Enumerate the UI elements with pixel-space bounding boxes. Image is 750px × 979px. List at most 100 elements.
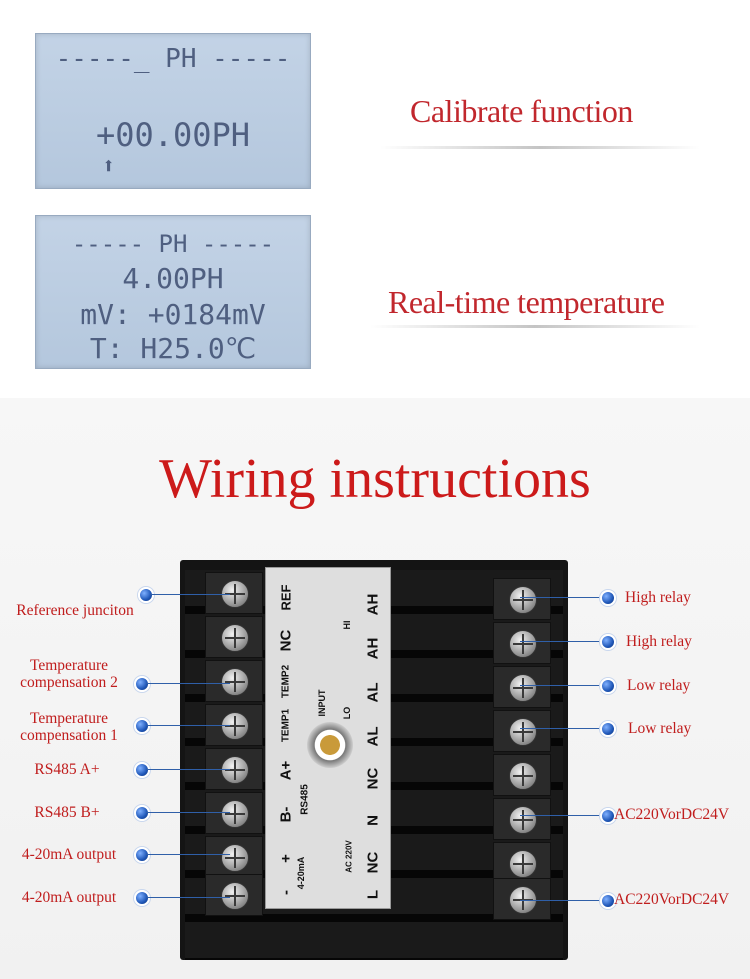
terminal: [493, 710, 551, 752]
callout-line: [146, 683, 230, 684]
label-rs485: RS485: [299, 784, 311, 815]
wiring-title: Wiring instructions: [159, 448, 591, 510]
callout-dot: [134, 762, 150, 778]
callout-line: [520, 815, 602, 816]
callout-dot: [600, 893, 616, 909]
terminal: [205, 572, 263, 614]
screw-icon: [509, 762, 537, 790]
callout-high-relay-2: High relay: [626, 633, 692, 650]
label-ac220v: AC 220V: [344, 840, 354, 873]
callout-line: [150, 594, 230, 595]
label-l: L: [364, 889, 382, 900]
terminal: [205, 874, 263, 916]
label-nc-bottom: NC: [364, 851, 382, 874]
terminal: [205, 792, 263, 834]
feature-underline: [380, 146, 700, 149]
label-ah-1: AH: [364, 593, 382, 616]
callout-low-relay-1: Low relay: [627, 677, 691, 694]
callout-dot: [138, 587, 154, 603]
screw-icon: [509, 850, 537, 878]
lcd-reading: +00.00PH: [95, 116, 251, 154]
callout-high-relay-1: High relay: [625, 589, 691, 606]
label-lo: LO: [342, 706, 352, 720]
terminal: [493, 622, 551, 664]
screw-icon: [221, 882, 249, 910]
screw-icon: [221, 712, 249, 740]
callout-line: [146, 854, 230, 855]
terminal: [205, 836, 263, 878]
label-minus: -: [277, 890, 295, 895]
callout-temp-comp-2: Temperature compensation 2: [20, 657, 118, 691]
label-ah-2: AH: [364, 637, 382, 660]
label-4-20ma: 4-20mA: [296, 856, 306, 890]
label-b-minus: B-: [277, 806, 295, 823]
screw-icon: [221, 624, 249, 652]
callout-power-2: AC220VorDC24V: [614, 891, 730, 908]
callout-line: [520, 900, 602, 901]
callout-line: [146, 725, 230, 726]
callout-dot: [600, 590, 616, 606]
callout-rs485-a: RS485 A+: [34, 761, 100, 778]
callout-line: [146, 812, 230, 813]
callout-dot: [600, 721, 616, 737]
callout-line: [520, 597, 602, 598]
label-input: INPUT: [317, 689, 327, 717]
screw-icon: [221, 756, 249, 784]
label-plus: +: [277, 854, 295, 863]
lcd-screen-calibrate: -----_ PH ----- +00.00PH ⬆: [35, 33, 311, 189]
callout-line: [520, 641, 602, 642]
feature-calibrate: Calibrate function: [410, 93, 633, 129]
label-hi: HI: [342, 620, 352, 630]
callout-temp-comp-1: Temperature compensation 1: [20, 710, 118, 744]
screw-icon: [509, 630, 537, 658]
lcd-line: -----_ PH -----: [55, 44, 291, 74]
callout-line: [520, 728, 602, 729]
callout-reference-junction: Reference junciton: [16, 602, 134, 619]
callout-dot: [600, 678, 616, 694]
callout-dot: [600, 634, 616, 650]
label-nc: NC: [277, 629, 295, 652]
label-al-2: AL: [364, 726, 382, 747]
feature-temperature: Real-time temperature: [388, 284, 665, 320]
callout-4-20ma-1: 4-20mA output: [21, 846, 117, 863]
label-al-1: AL: [364, 682, 382, 703]
callout-dot: [600, 808, 616, 824]
callout-power-1: AC220VorDC24V: [614, 806, 730, 823]
label-temp1: TEMP1: [280, 708, 292, 743]
callout-line: [520, 685, 602, 686]
lcd-line: ----- PH -----: [71, 230, 275, 258]
lcd-screen-temperature: ----- PH ----- 4.00PH mV: +0184mV T: H25…: [35, 215, 311, 369]
bnc-input-connector: [307, 722, 353, 768]
label-ref: REF: [278, 584, 294, 611]
screw-icon: [221, 800, 249, 828]
lcd-mv-reading: mV: +0184mV: [80, 298, 266, 331]
screw-icon: [509, 674, 537, 702]
callout-dot: [134, 718, 150, 734]
label-temp2: TEMP2: [280, 664, 292, 699]
callout-line: [146, 897, 230, 898]
terminal: [205, 616, 263, 658]
terminal: [205, 660, 263, 702]
terminal: [493, 754, 551, 796]
screw-icon: [221, 844, 249, 872]
screw-icon: [221, 668, 249, 696]
screw-icon: [509, 806, 537, 834]
callout-line: [146, 769, 230, 770]
callout-rs485-b: RS485 B+: [34, 804, 100, 821]
callout-4-20ma-2: 4-20mA output: [21, 889, 117, 906]
callout-low-relay-2: Low relay: [628, 720, 692, 737]
terminal: [493, 578, 551, 620]
callout-dot: [134, 805, 150, 821]
callout-dot: [134, 847, 150, 863]
terminal: [493, 842, 551, 884]
screw-icon: [509, 718, 537, 746]
lcd-reading: 4.00PH: [122, 262, 224, 295]
terminal: [493, 878, 551, 920]
right-terminal-block: [493, 572, 551, 920]
callout-dot: [134, 890, 150, 906]
feature-underline: [370, 325, 700, 328]
terminal: [493, 798, 551, 840]
label-nc-right: NC: [364, 767, 382, 790]
terminal: [493, 666, 551, 708]
up-arrow-icon: ⬆: [102, 154, 116, 179]
